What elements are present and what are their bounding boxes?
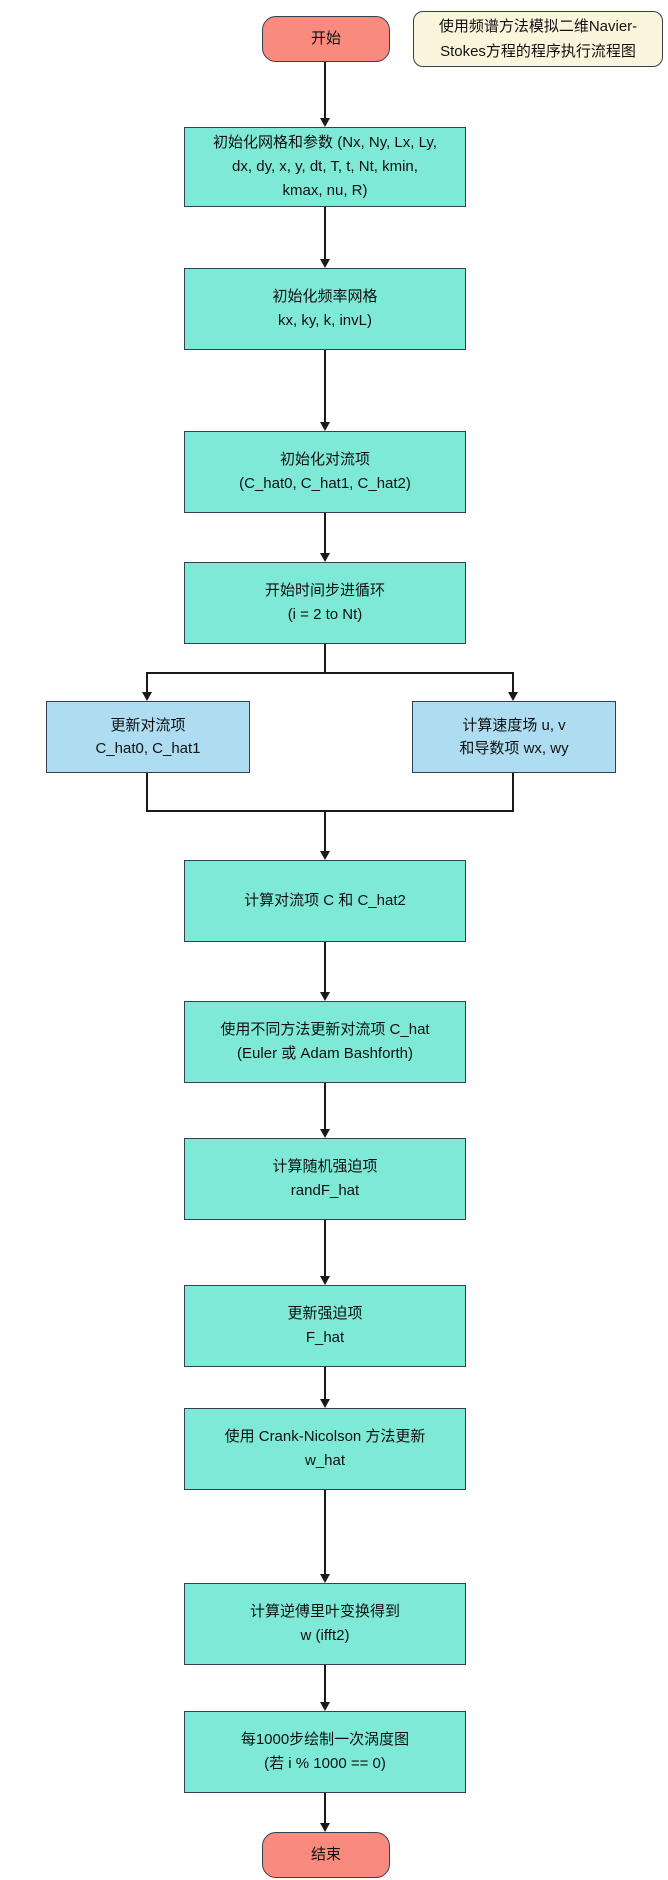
edge-split-right (512, 672, 514, 692)
node-calc-velocity-text: 和导数项 wx, wy (459, 740, 569, 757)
arrowhead-down-icon (320, 259, 330, 268)
diagram-title-note: 使用频谱方法模拟二维Navier- Stokes方程的程序执行流程图 (413, 11, 663, 67)
node-init-grid-text: 初始化网格和参数 (Nx, Ny, Lx, Ly, (213, 134, 437, 151)
node-update-chat-text: 使用不同方法更新对流项 C_hat (220, 1021, 430, 1038)
node-update-conv-text: 更新对流项 (110, 717, 186, 734)
node-start-label: 开始 (310, 30, 341, 47)
arrowhead-down-icon (320, 118, 330, 127)
node-crank-nicolson: 使用 Crank-Nicolson 方法更新 w_hat (184, 1408, 466, 1490)
edge-init-freq-to-init-conv (324, 350, 326, 422)
node-plot-text: 每1000步绘制一次涡度图 (240, 1731, 410, 1748)
diagram-title-line: 使用频谱方法模拟二维Navier- (438, 18, 638, 35)
edge-crank-to-ifft (324, 1490, 326, 1574)
node-update-chat: 使用不同方法更新对流项 C_hat (Euler 或 Adam Bashfort… (184, 1001, 466, 1083)
node-rand-force-text: 计算随机强迫项 (272, 1158, 378, 1175)
edge-plot-to-end (324, 1793, 326, 1823)
arrowhead-down-icon (508, 692, 518, 701)
node-ifft: 计算逆傅里叶变换得到 w (ifft2) (184, 1583, 466, 1665)
node-calc-conv-text: 计算对流项 C 和 C_hat2 (244, 892, 406, 909)
edge-init-conv-to-time-loop (324, 513, 326, 553)
edge-merge-horizontal (146, 810, 514, 812)
edge-init-grid-to-init-freq (324, 207, 326, 259)
node-crank-nicolson-text: 使用 Crank-Nicolson 方法更新 (224, 1428, 426, 1445)
node-init-grid-text: dx, dy, x, y, dt, T, t, Nt, kmin, (232, 158, 418, 175)
node-update-force-text: 更新强迫项 (287, 1305, 363, 1322)
arrowhead-down-icon (320, 1129, 330, 1138)
node-rand-force-text: randF_hat (290, 1182, 360, 1199)
edge-split-horizontal (146, 672, 514, 674)
arrowhead-down-icon (320, 1399, 330, 1408)
node-time-loop-text: (i = 2 to Nt) (287, 606, 363, 623)
node-plot-text: (若 i % 1000 == 0) (264, 1755, 386, 1772)
node-start: 开始 (262, 16, 390, 62)
node-ifft-text: 计算逆傅里叶变换得到 (249, 1603, 400, 1620)
arrowhead-down-icon (320, 992, 330, 1001)
node-calc-velocity-text: 计算速度场 u, v (462, 717, 566, 734)
node-init-conv-text: (C_hat0, C_hat1, C_hat2) (239, 475, 411, 492)
edge-time-loop-split-stem (324, 644, 326, 674)
node-update-chat-text: (Euler 或 Adam Bashforth) (237, 1045, 413, 1062)
edge-update-force-to-crank (324, 1367, 326, 1399)
node-end-label: 结束 (310, 1846, 341, 1863)
arrowhead-down-icon (320, 553, 330, 562)
node-plot: 每1000步绘制一次涡度图 (若 i % 1000 == 0) (184, 1711, 466, 1793)
node-init-freq-text: kx, ky, k, invL) (278, 312, 372, 329)
node-end: 结束 (262, 1832, 390, 1878)
arrowhead-down-icon (320, 851, 330, 860)
node-update-conv-text: C_hat0, C_hat1 (95, 740, 201, 757)
node-init-grid-text: kmax, nu, R) (282, 182, 368, 199)
node-update-force: 更新强迫项 F_hat (184, 1285, 466, 1367)
node-calc-conv: 计算对流项 C 和 C_hat2 (184, 860, 466, 942)
node-init-freq: 初始化频率网格 kx, ky, k, invL) (184, 268, 466, 350)
arrowhead-down-icon (320, 422, 330, 431)
edge-update-chat-to-rand-force (324, 1083, 326, 1129)
arrowhead-down-icon (142, 692, 152, 701)
arrowhead-down-icon (320, 1823, 330, 1832)
arrowhead-down-icon (320, 1574, 330, 1583)
edge-merge-right (512, 773, 514, 812)
edge-merge-left (146, 773, 148, 812)
diagram-title-line: Stokes方程的程序执行流程图 (440, 43, 636, 60)
arrowhead-down-icon (320, 1702, 330, 1711)
node-rand-force: 计算随机强迫项 randF_hat (184, 1138, 466, 1220)
edge-calc-conv-to-update-chat (324, 942, 326, 992)
node-crank-nicolson-text: w_hat (304, 1452, 346, 1469)
edge-rand-force-to-update-force (324, 1220, 326, 1276)
arrowhead-down-icon (320, 1276, 330, 1285)
edge-ifft-to-plot (324, 1665, 326, 1702)
node-init-conv-text: 初始化对流项 (279, 451, 370, 468)
node-calc-velocity: 计算速度场 u, v 和导数项 wx, wy (412, 701, 616, 773)
node-time-loop-text: 开始时间步进循环 (264, 582, 385, 599)
edge-start-to-init-grid (324, 62, 326, 118)
node-update-conv: 更新对流项 C_hat0, C_hat1 (46, 701, 250, 773)
node-init-freq-text: 初始化频率网格 (272, 288, 378, 305)
node-init-conv: 初始化对流项 (C_hat0, C_hat1, C_hat2) (184, 431, 466, 513)
edge-split-left (146, 672, 148, 692)
node-ifft-text: w (ifft2) (300, 1627, 350, 1644)
edge-merge-stem (324, 810, 326, 851)
node-init-grid: 初始化网格和参数 (Nx, Ny, Lx, Ly, dx, dy, x, y, … (184, 127, 466, 207)
node-time-loop: 开始时间步进循环 (i = 2 to Nt) (184, 562, 466, 644)
node-update-force-text: F_hat (305, 1329, 345, 1346)
